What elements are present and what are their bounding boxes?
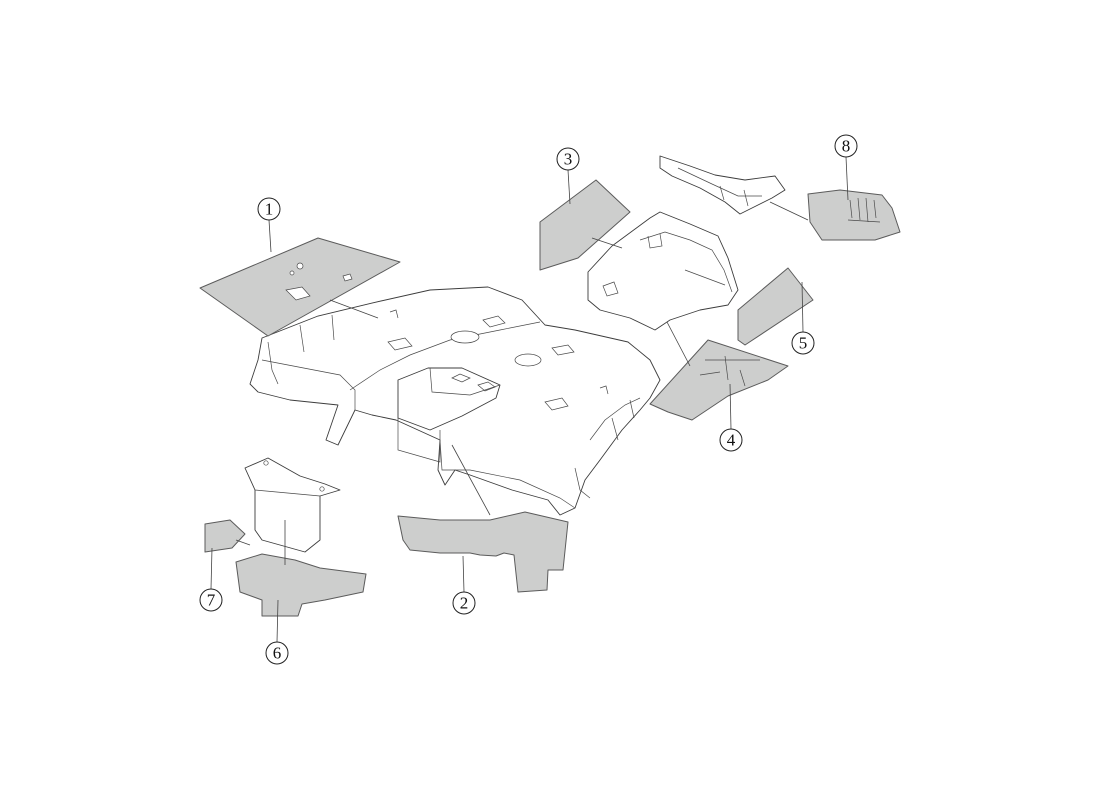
pad-7 bbox=[204, 519, 246, 553]
callout-2-circle bbox=[452, 591, 476, 615]
pad-2 bbox=[397, 511, 569, 593]
callout-2-number: 2 bbox=[460, 594, 469, 613]
callout-3-circle bbox=[556, 147, 580, 171]
center-box-part bbox=[244, 457, 341, 553]
pad-4 bbox=[649, 339, 789, 421]
callout-4-circle bbox=[719, 428, 743, 452]
callout-2: 2 bbox=[452, 591, 476, 615]
pad-8 bbox=[807, 189, 901, 241]
callout-5-number: 5 bbox=[799, 334, 808, 353]
callout-7: 7 bbox=[199, 588, 223, 612]
pad-5 bbox=[737, 267, 814, 346]
callout-8: 8 bbox=[834, 134, 858, 158]
upper-bracket bbox=[659, 155, 786, 215]
callout-4: 4 bbox=[719, 428, 743, 452]
callout-7-number: 7 bbox=[207, 591, 216, 610]
callout-4-number: 4 bbox=[727, 431, 736, 450]
main-floor-assembly bbox=[249, 286, 661, 516]
pad-3 bbox=[539, 179, 631, 271]
callout-3-number: 3 bbox=[564, 150, 573, 169]
callout-1: 1 bbox=[257, 197, 281, 221]
leader-lines bbox=[210, 156, 849, 643]
pad-1 bbox=[199, 237, 401, 337]
rear-side-panel bbox=[587, 211, 739, 331]
callout-8-number: 8 bbox=[842, 137, 851, 156]
callout-6-circle bbox=[265, 641, 289, 665]
callout-7-circle bbox=[199, 588, 223, 612]
callout-3: 3 bbox=[556, 147, 580, 171]
callout-6: 6 bbox=[265, 641, 289, 665]
callout-1-circle bbox=[257, 197, 281, 221]
callout-5: 5 bbox=[791, 331, 815, 355]
callout-5-circle bbox=[791, 331, 815, 355]
pad-6 bbox=[235, 553, 367, 617]
callout-6-number: 6 bbox=[273, 644, 282, 663]
callout-1-number: 1 bbox=[265, 200, 274, 219]
callout-8-circle bbox=[834, 134, 858, 158]
